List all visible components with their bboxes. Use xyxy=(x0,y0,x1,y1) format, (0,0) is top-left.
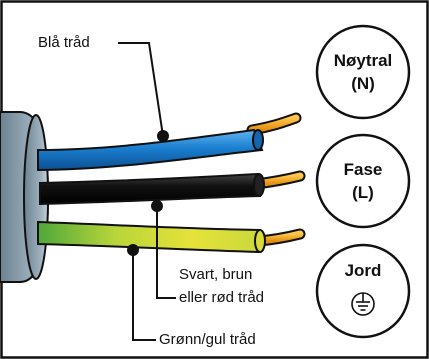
terminal-earth: Jord xyxy=(315,243,411,339)
black-wire-label-line1: Svart, brun xyxy=(179,266,253,283)
black-wire-label-line2: eller rød tråd xyxy=(179,289,265,306)
leader-lines xyxy=(118,42,176,341)
blue-wire-marker xyxy=(157,130,169,142)
green-wire-label: Grønn/gul tråd xyxy=(159,331,256,348)
green-yellow-wire xyxy=(37,220,266,254)
terminal-earth-title: Jord xyxy=(345,261,382,280)
terminal-phase: Fase (L) xyxy=(315,133,411,229)
blue-wire-leader xyxy=(118,42,164,137)
black-wire xyxy=(39,172,265,206)
black-wire-marker xyxy=(151,200,163,212)
ground-symbol-icon xyxy=(351,292,375,316)
blue-wire-label: Blå tråd xyxy=(38,34,90,51)
terminal-neutral: Nøytral (N) xyxy=(315,24,411,120)
terminal-neutral-title: Nøytral xyxy=(334,51,393,70)
blue-wire xyxy=(37,128,264,172)
leader-dots xyxy=(127,130,169,256)
terminal-phase-sub: (L) xyxy=(352,183,374,202)
green-wire-marker xyxy=(127,244,139,256)
black-wire-leader xyxy=(156,206,176,299)
terminal-phase-title: Fase xyxy=(344,160,383,179)
green-wire-leader xyxy=(132,250,156,341)
terminal-neutral-sub: (N) xyxy=(351,74,375,93)
